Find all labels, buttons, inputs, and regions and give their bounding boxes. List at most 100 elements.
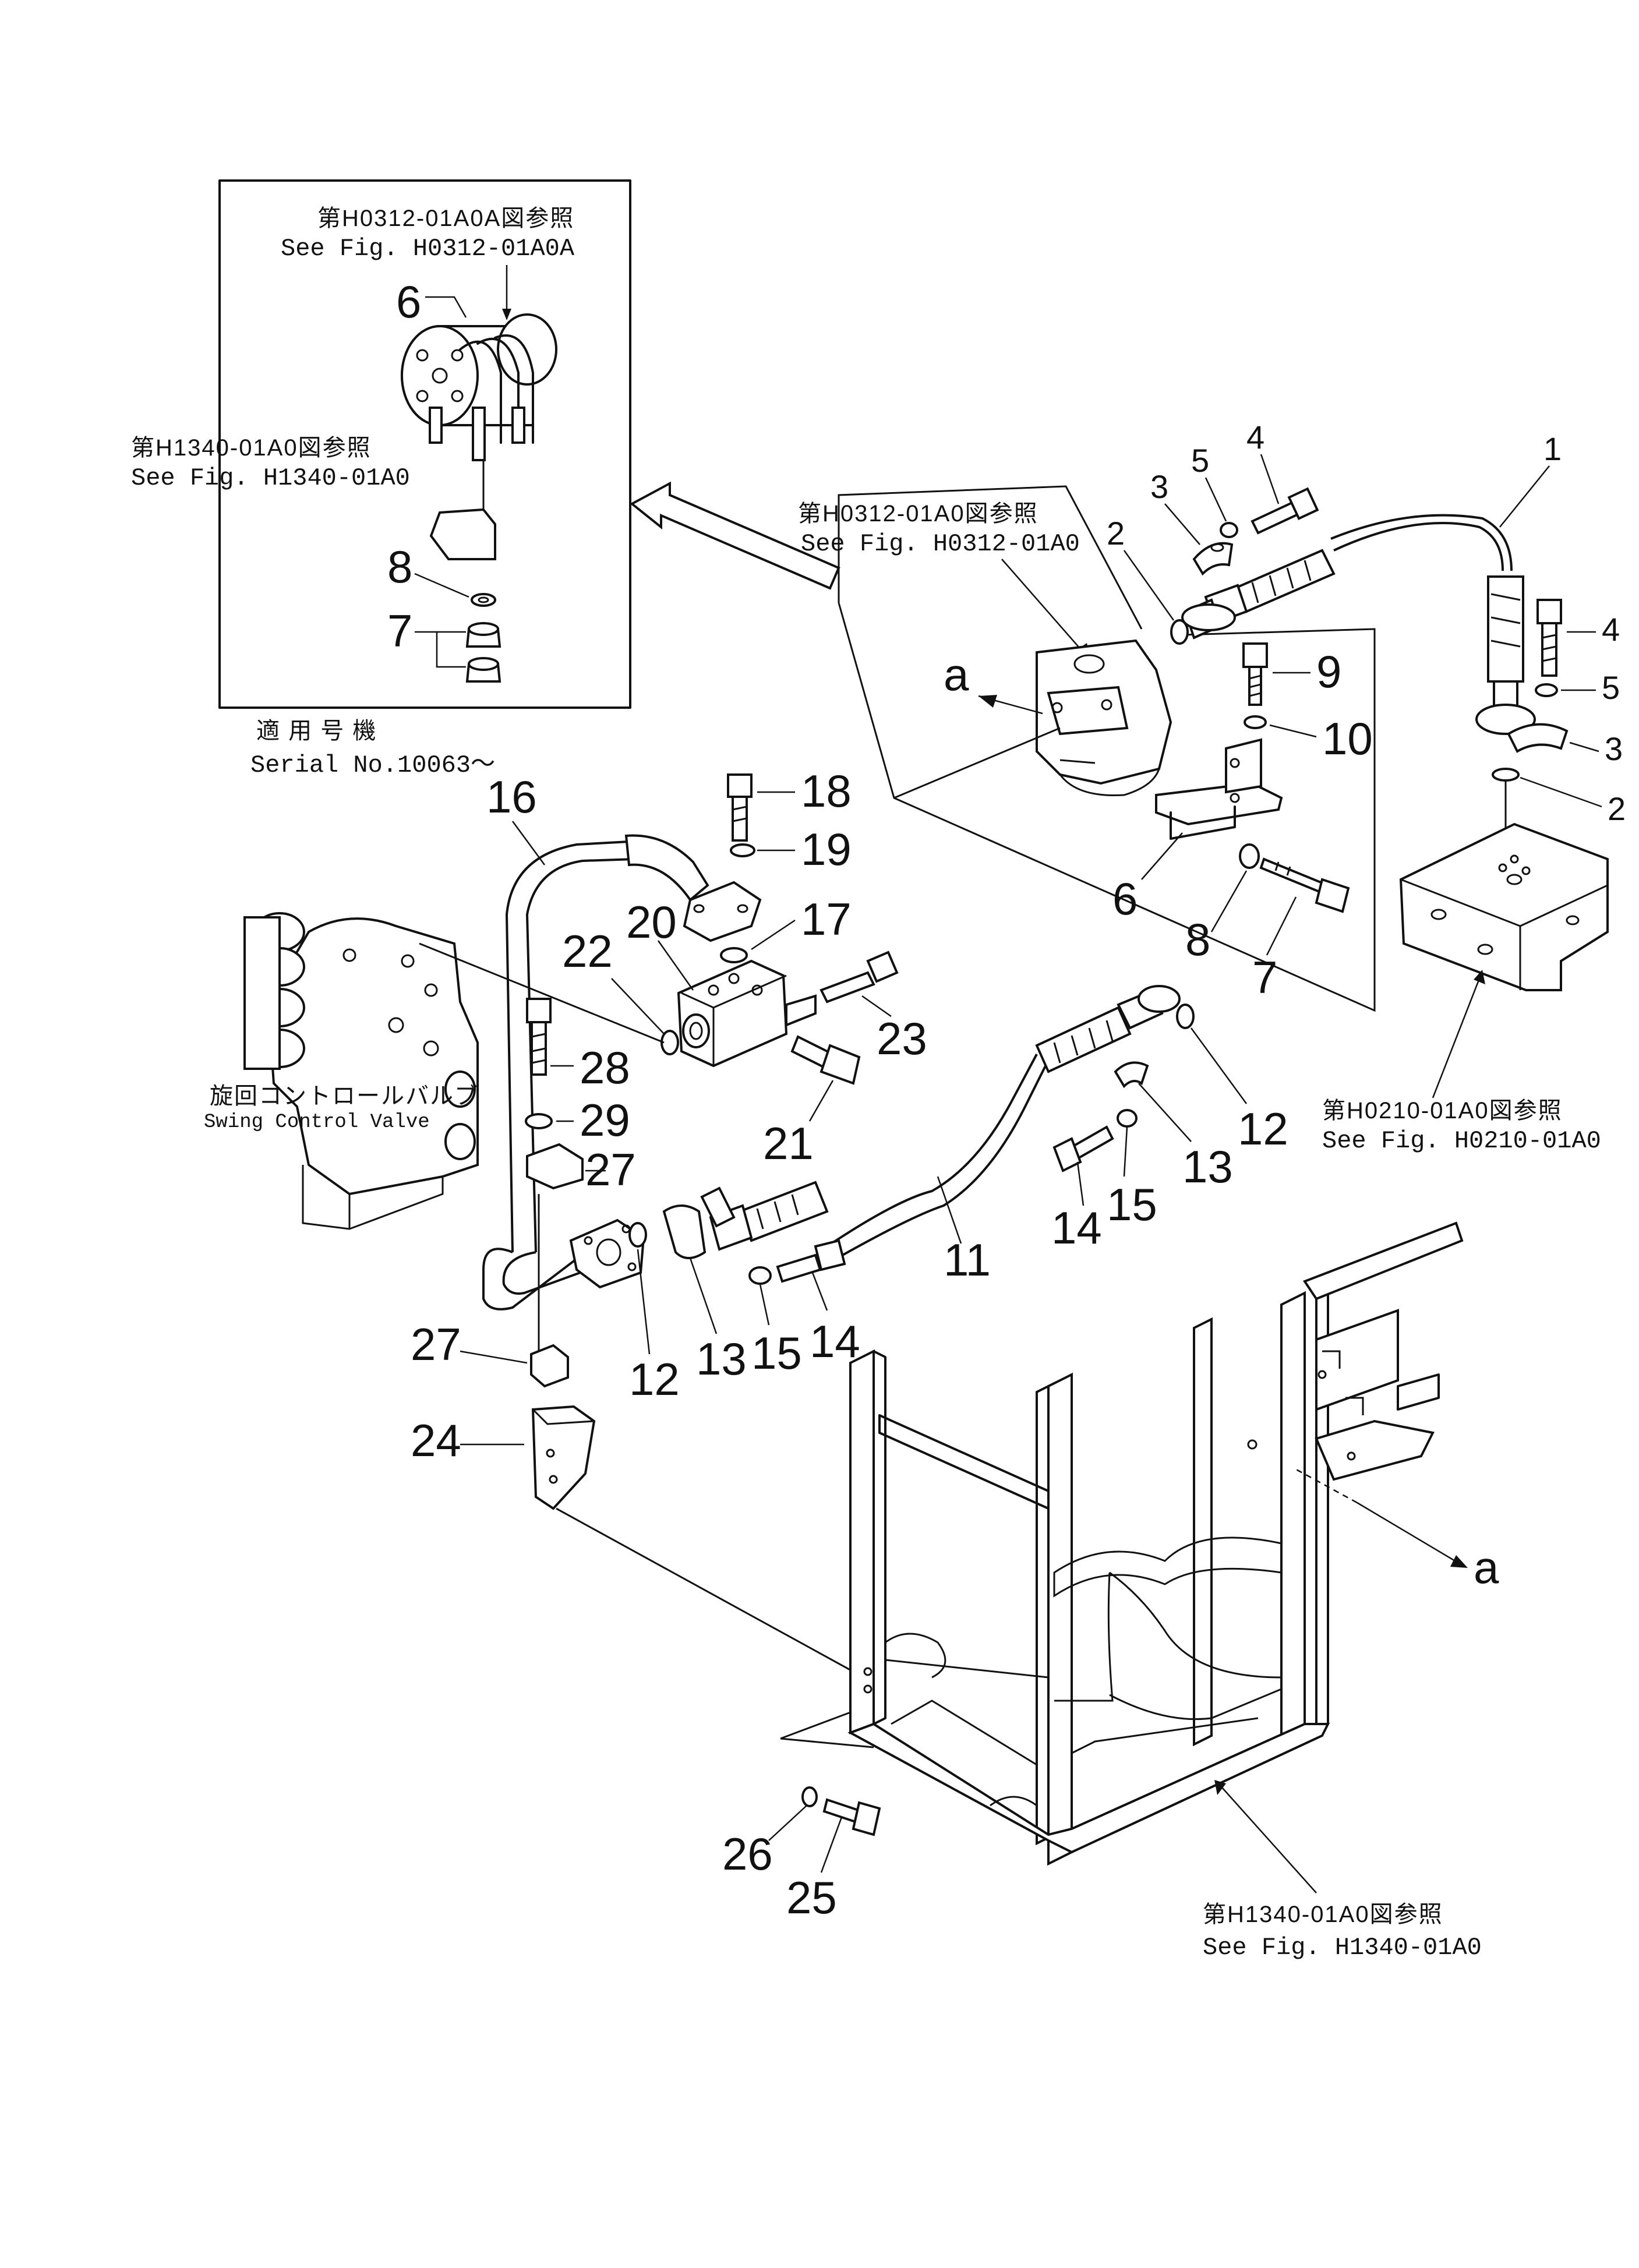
hose-16 (505, 834, 762, 1253)
clamp-27a (526, 1143, 584, 1190)
bolt-14b (776, 1239, 846, 1283)
clamp-13a (1114, 1061, 1149, 1089)
section-mark-a-right: a (1474, 1542, 1499, 1593)
callout-17: 17 (801, 893, 852, 945)
o-ring-2b (1492, 768, 1520, 782)
nut-drawing (465, 622, 501, 683)
callout-12a: 12 (1238, 1103, 1288, 1154)
callout-12b: 12 (629, 1354, 680, 1405)
callout-2a: 2 (1107, 515, 1125, 552)
pipe-elbow (482, 1194, 645, 1351)
clamp-27b (530, 1344, 569, 1388)
swivel-ref-ja: 第H0312-01A0図参照 (798, 501, 1038, 527)
o-ring-12a (1176, 1004, 1195, 1029)
callout-15a: 15 (1107, 1179, 1157, 1230)
clamp-13b (662, 1204, 707, 1259)
swivel-joint-body (1036, 639, 1172, 797)
o-ring-12b (628, 1222, 647, 1248)
bolt-4a (1251, 487, 1319, 535)
section-mark-a-top: a (944, 649, 969, 700)
o-ring-2a (1170, 619, 1189, 645)
swing-valve-label-ja: 旋回コントロールバルブ (210, 1083, 479, 1109)
o-ring-22 (660, 1030, 679, 1055)
callout-19: 19 (801, 824, 852, 875)
callout-8: 8 (1185, 914, 1210, 965)
bracket-24 (531, 1405, 596, 1510)
washer-19 (730, 843, 755, 857)
inset-label-7: 7 (387, 605, 412, 656)
callout-3a: 3 (1150, 468, 1168, 505)
washer-26 (801, 1786, 818, 1807)
bolt-23 (820, 951, 899, 1004)
washer-5b (1535, 683, 1558, 697)
callout-1: 1 (1543, 430, 1562, 467)
callout-26: 26 (722, 1828, 773, 1880)
bolt-4b (1536, 599, 1562, 677)
hose-11 (700, 985, 1181, 1265)
swivel-joint-drawing (401, 313, 557, 513)
callout-20: 20 (626, 896, 677, 948)
washer-5a (1220, 522, 1238, 538)
inset-box: 第H0312-01A0A図参照 See Fig. H0312-01A0A 6 (131, 179, 631, 709)
bolt-9 (1242, 642, 1268, 706)
o-ring-17 (720, 947, 748, 963)
bolt-7 (1259, 857, 1350, 913)
valve-ref-en: See Fig. H0210-01A0 (1322, 1127, 1601, 1155)
callout-29: 29 (580, 1094, 630, 1146)
callout-15b: 15 (751, 1327, 802, 1379)
washer-8 (1239, 843, 1260, 869)
callout-3b: 3 (1605, 730, 1623, 767)
callout-21: 21 (763, 1118, 814, 1169)
hose-1 (1181, 514, 1536, 735)
inset-ref-en-left: See Fig. H1340-01A0 (131, 464, 410, 492)
block-20 (677, 959, 817, 1068)
control-valve-block (1399, 822, 1609, 991)
callout-11: 11 (944, 1234, 991, 1285)
callout-5a: 5 (1191, 442, 1209, 479)
mounting-block-drawing (429, 508, 496, 560)
frame-ref-ja: 第H1340-01A0図参照 (1203, 1902, 1443, 1927)
washer-29 (525, 1113, 553, 1129)
callout-28: 28 (580, 1042, 630, 1093)
serial-label-ja: 適 用 号 機 (256, 718, 377, 744)
callout-10: 10 (1322, 713, 1373, 764)
bolt-28 (526, 998, 552, 1076)
bolt-25 (822, 1798, 881, 1836)
callout-14b: 14 (810, 1316, 860, 1367)
callout-27b: 27 (411, 1319, 461, 1370)
connector-21 (790, 1035, 861, 1085)
flange-clamp-3b (1507, 723, 1569, 753)
washer-15a (1117, 1109, 1138, 1128)
bolt-14a (1052, 1125, 1114, 1172)
bolt-18 (727, 773, 753, 842)
callout-16: 16 (486, 771, 537, 822)
callout-7: 7 (1252, 952, 1277, 1003)
callout-22: 22 (562, 925, 613, 977)
callout-23: 23 (877, 1013, 927, 1064)
callout-9: 9 (1316, 646, 1341, 697)
callout-25: 25 (786, 1872, 837, 1923)
washer-15b (748, 1266, 772, 1285)
callout-4a: 4 (1246, 419, 1264, 455)
inset-ref-ja-left: 第H1340-01A0図参照 (131, 435, 372, 461)
callout-2b: 2 (1608, 790, 1626, 827)
inset-pointer-arrow (630, 481, 840, 590)
swivel-ref-en: See Fig. H0312-01A0 (801, 530, 1080, 558)
inset-label-8: 8 (387, 541, 412, 592)
inset-ref-en: See Fig. H0312-01A0A (281, 235, 575, 263)
callout-4b: 4 (1602, 611, 1620, 648)
callout-13a: 13 (1182, 1141, 1233, 1192)
inset-ref-ja: 第H0312-01A0A図参照 (317, 206, 574, 231)
callout-13b: 13 (696, 1333, 747, 1384)
callout-27a: 27 (585, 1144, 636, 1195)
callout-24: 24 (411, 1415, 461, 1466)
inset-label-6: 6 (396, 276, 421, 327)
swing-valve-label-en: Swing Control Valve (204, 1111, 430, 1133)
swing-control-valve (243, 912, 479, 1230)
upper-frame-drawing (780, 1221, 1464, 1866)
frame-ref-en: See Fig. H1340-01A0 (1203, 1934, 1482, 1962)
washer-10 (1244, 715, 1267, 729)
serial-number: Serial No.10063～ (250, 751, 495, 779)
callout-14a: 14 (1051, 1202, 1102, 1253)
